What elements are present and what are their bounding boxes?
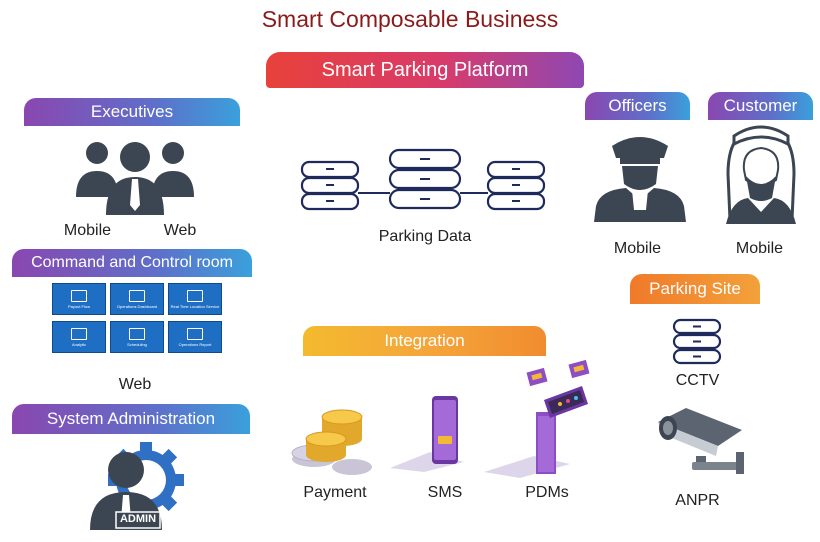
officers-banner: Officers: [585, 92, 690, 120]
customer-icon: [726, 125, 796, 224]
admin-user-icon: [90, 442, 184, 530]
customer-mobile-label: Mobile: [735, 240, 784, 257]
admin-badge: ADMIN: [119, 513, 157, 525]
screen-tile-label: Payout Flow: [67, 303, 90, 309]
document-icon: [71, 327, 87, 340]
parking-site-banner: Parking Site: [630, 274, 760, 304]
dashboard-icon: [129, 289, 145, 302]
parking-data-database-icons: [300, 148, 546, 211]
integration-banner: Integration: [303, 326, 546, 356]
payment-label: Payment: [303, 484, 367, 501]
screen-tile-label: Real Time Location Service: [170, 303, 220, 309]
screen-tile: Operations Dashboard: [110, 283, 164, 315]
payment-coins-icon: [291, 409, 372, 475]
screen-tile-label: Operations Report: [178, 341, 212, 347]
screen-tile: Analytic: [52, 321, 106, 353]
screen-tile: Payout Flow: [52, 283, 106, 315]
page-title: Smart Composable Business: [261, 6, 559, 32]
sms-phone-icon: [390, 396, 464, 472]
anpr-camera-icon: [658, 408, 744, 474]
executives-banner: Executives: [24, 98, 240, 126]
pdms-label: PDMs: [525, 484, 569, 501]
cctv-label: CCTV: [675, 372, 720, 389]
system-administration-banner: System Administration: [12, 404, 250, 434]
screen-tile-label: Analytic: [71, 341, 86, 347]
anpr-label: ANPR: [675, 492, 720, 509]
screen-tile: Scheduling: [110, 321, 164, 353]
executives-mobile-label: Mobile: [63, 222, 112, 239]
screen-tile-label: Operations Dashboard: [116, 303, 158, 309]
list-icon: [71, 289, 87, 302]
command-control-banner: Command and Control room: [12, 249, 252, 277]
cctv-database-icon: [672, 318, 722, 365]
executives-group-icon: [76, 142, 194, 215]
wifi-icon: [187, 289, 203, 302]
parking-data-label: Parking Data: [378, 228, 472, 245]
platform-banner: Smart Parking Platform: [266, 52, 584, 88]
screen-tile: Real Time Location Service: [168, 283, 222, 315]
calendar-icon: [129, 327, 145, 340]
officer-icon: [594, 137, 686, 222]
bed-icon: [187, 327, 203, 340]
executives-web-label: Web: [163, 222, 197, 239]
sms-label: SMS: [427, 484, 463, 501]
officers-mobile-label: Mobile: [613, 240, 662, 257]
pdm-kiosk-icon: [484, 359, 590, 478]
screen-tile-label: Scheduling: [127, 341, 147, 347]
screen-tile: Operations Report: [168, 321, 222, 353]
customer-banner: Customer: [708, 92, 813, 120]
command-screens: Payout Flow Operations Dashboard Real Time…: [52, 283, 222, 353]
command-web-label: Web: [118, 376, 152, 393]
